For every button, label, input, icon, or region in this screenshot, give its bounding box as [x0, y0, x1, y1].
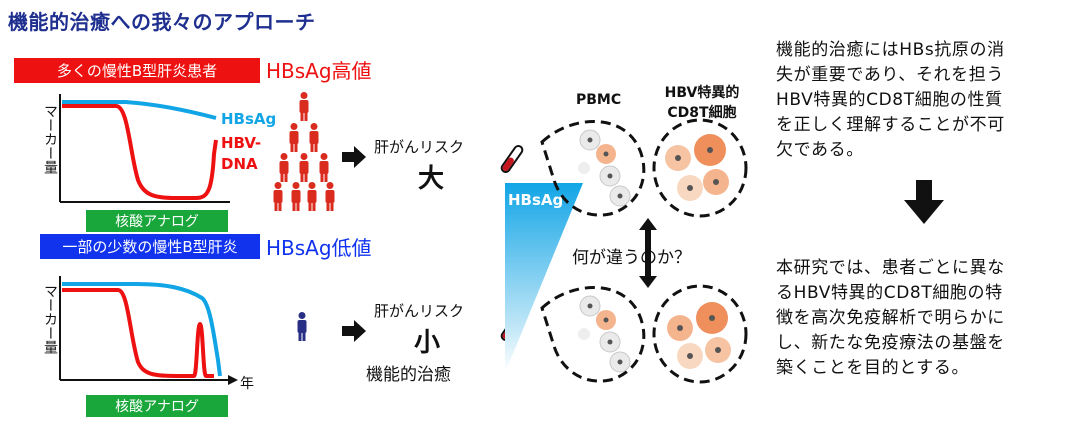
blood-tube-icon	[500, 144, 524, 174]
pbmc-header: PBMC	[576, 92, 622, 108]
background-line: 機能的治癒にはHBs抗原の消	[776, 40, 1005, 60]
risk-label-high: 肝がんリスク	[374, 138, 465, 156]
top-chart-ylabel: マーカー量	[42, 104, 58, 174]
top-chart-hbv-label-line1: HBV-	[221, 134, 262, 152]
risk-label-low: 肝がんリスク	[374, 302, 465, 320]
bottom-chart-hbv-dna-line	[62, 288, 214, 378]
background-line: を正しく理解することが不可	[776, 115, 1005, 135]
bottom-chart	[59, 276, 238, 385]
bottom-chart-ylabel: マーカー量	[42, 284, 58, 354]
risk-value-high: 大	[418, 164, 445, 194]
arrow-right-icon	[342, 146, 366, 168]
cd8-header-line2: CD8T細胞	[667, 105, 737, 121]
background-line: 欠である。	[776, 140, 864, 160]
bottom-treatment-label: 核酸アナログ	[86, 395, 228, 417]
cd8-cluster-outline	[652, 118, 748, 218]
aim-line: 徴を高次免疫解析で明らかに	[776, 308, 1005, 328]
top-treatment-label: 核酸アナログ	[86, 210, 228, 232]
pbmc-drop-outline	[540, 286, 646, 383]
aim-line: し、新たな免疫療法の基盤を	[776, 333, 1005, 353]
bottom-chart-xlabel: 年	[240, 376, 254, 392]
difference-question: 何が違うのか？	[572, 248, 691, 268]
top-chart-hbsag-line	[62, 100, 217, 120]
aim-line: るHBV特異的CD8T細胞の特	[776, 283, 1003, 303]
high-group-level: HBsAg高値	[266, 59, 372, 83]
bottom-chart-x-arrow	[228, 375, 238, 385]
patient-few-icon	[297, 312, 307, 341]
cell-cluster-bottom	[540, 284, 748, 384]
hbsag-gradient-wedge	[505, 183, 583, 373]
top-chart-hbv-label-line2: DNA	[221, 155, 258, 173]
functional-cure-label: 機能的治癒	[366, 365, 451, 385]
patients-many-icon	[273, 92, 335, 211]
top-chart	[59, 94, 230, 203]
page-title: 機能的治癒への我々のアプローチ	[8, 10, 316, 34]
bottom-chart-hbsag-line	[62, 282, 222, 377]
top-chart-hbsag-label: HBsAg	[221, 110, 277, 128]
hbsag-wedge-label: HBsAg	[508, 191, 564, 209]
cd8-cluster-outline	[652, 284, 748, 384]
aim-line: 本研究では、患者ごとに異な	[776, 258, 1005, 278]
arrow-right-icon	[342, 320, 366, 342]
aim-line: 築くことを目的とする。	[776, 358, 970, 378]
cd8-header-line1: HBV特異的	[664, 85, 740, 101]
background-text: 機能的治癒にはHBs抗原の消 失が重要であり、それを担う HBV特異的CD8T細…	[776, 38, 1005, 163]
low-group-level: HBsAg低値	[266, 236, 372, 260]
pbmc-drop-outline	[540, 120, 646, 217]
aim-text: 本研究では、患者ごとに異な るHBV特異的CD8T細胞の特 徴を高次免疫解析で明…	[776, 256, 1005, 381]
double-arrow-icon	[639, 218, 657, 288]
risk-value-low: 小	[414, 328, 441, 358]
background-line: 失が重要であり、それを担う	[776, 65, 1004, 85]
low-group-label: 一部の少数の慢性B型肝炎	[40, 234, 260, 259]
high-group-label: 多くの慢性B型肝炎患者	[14, 58, 260, 83]
top-chart-hbv-dna-label: HBV- DNA	[221, 133, 261, 175]
cell-cluster-top	[540, 118, 748, 218]
top-chart-hbv-dna-line	[62, 104, 218, 200]
background-line: HBV特異的CD8T細胞の性質	[776, 90, 1003, 110]
arrow-down-icon	[904, 180, 944, 224]
cd8-header: HBV特異的 CD8T細胞	[654, 82, 750, 122]
